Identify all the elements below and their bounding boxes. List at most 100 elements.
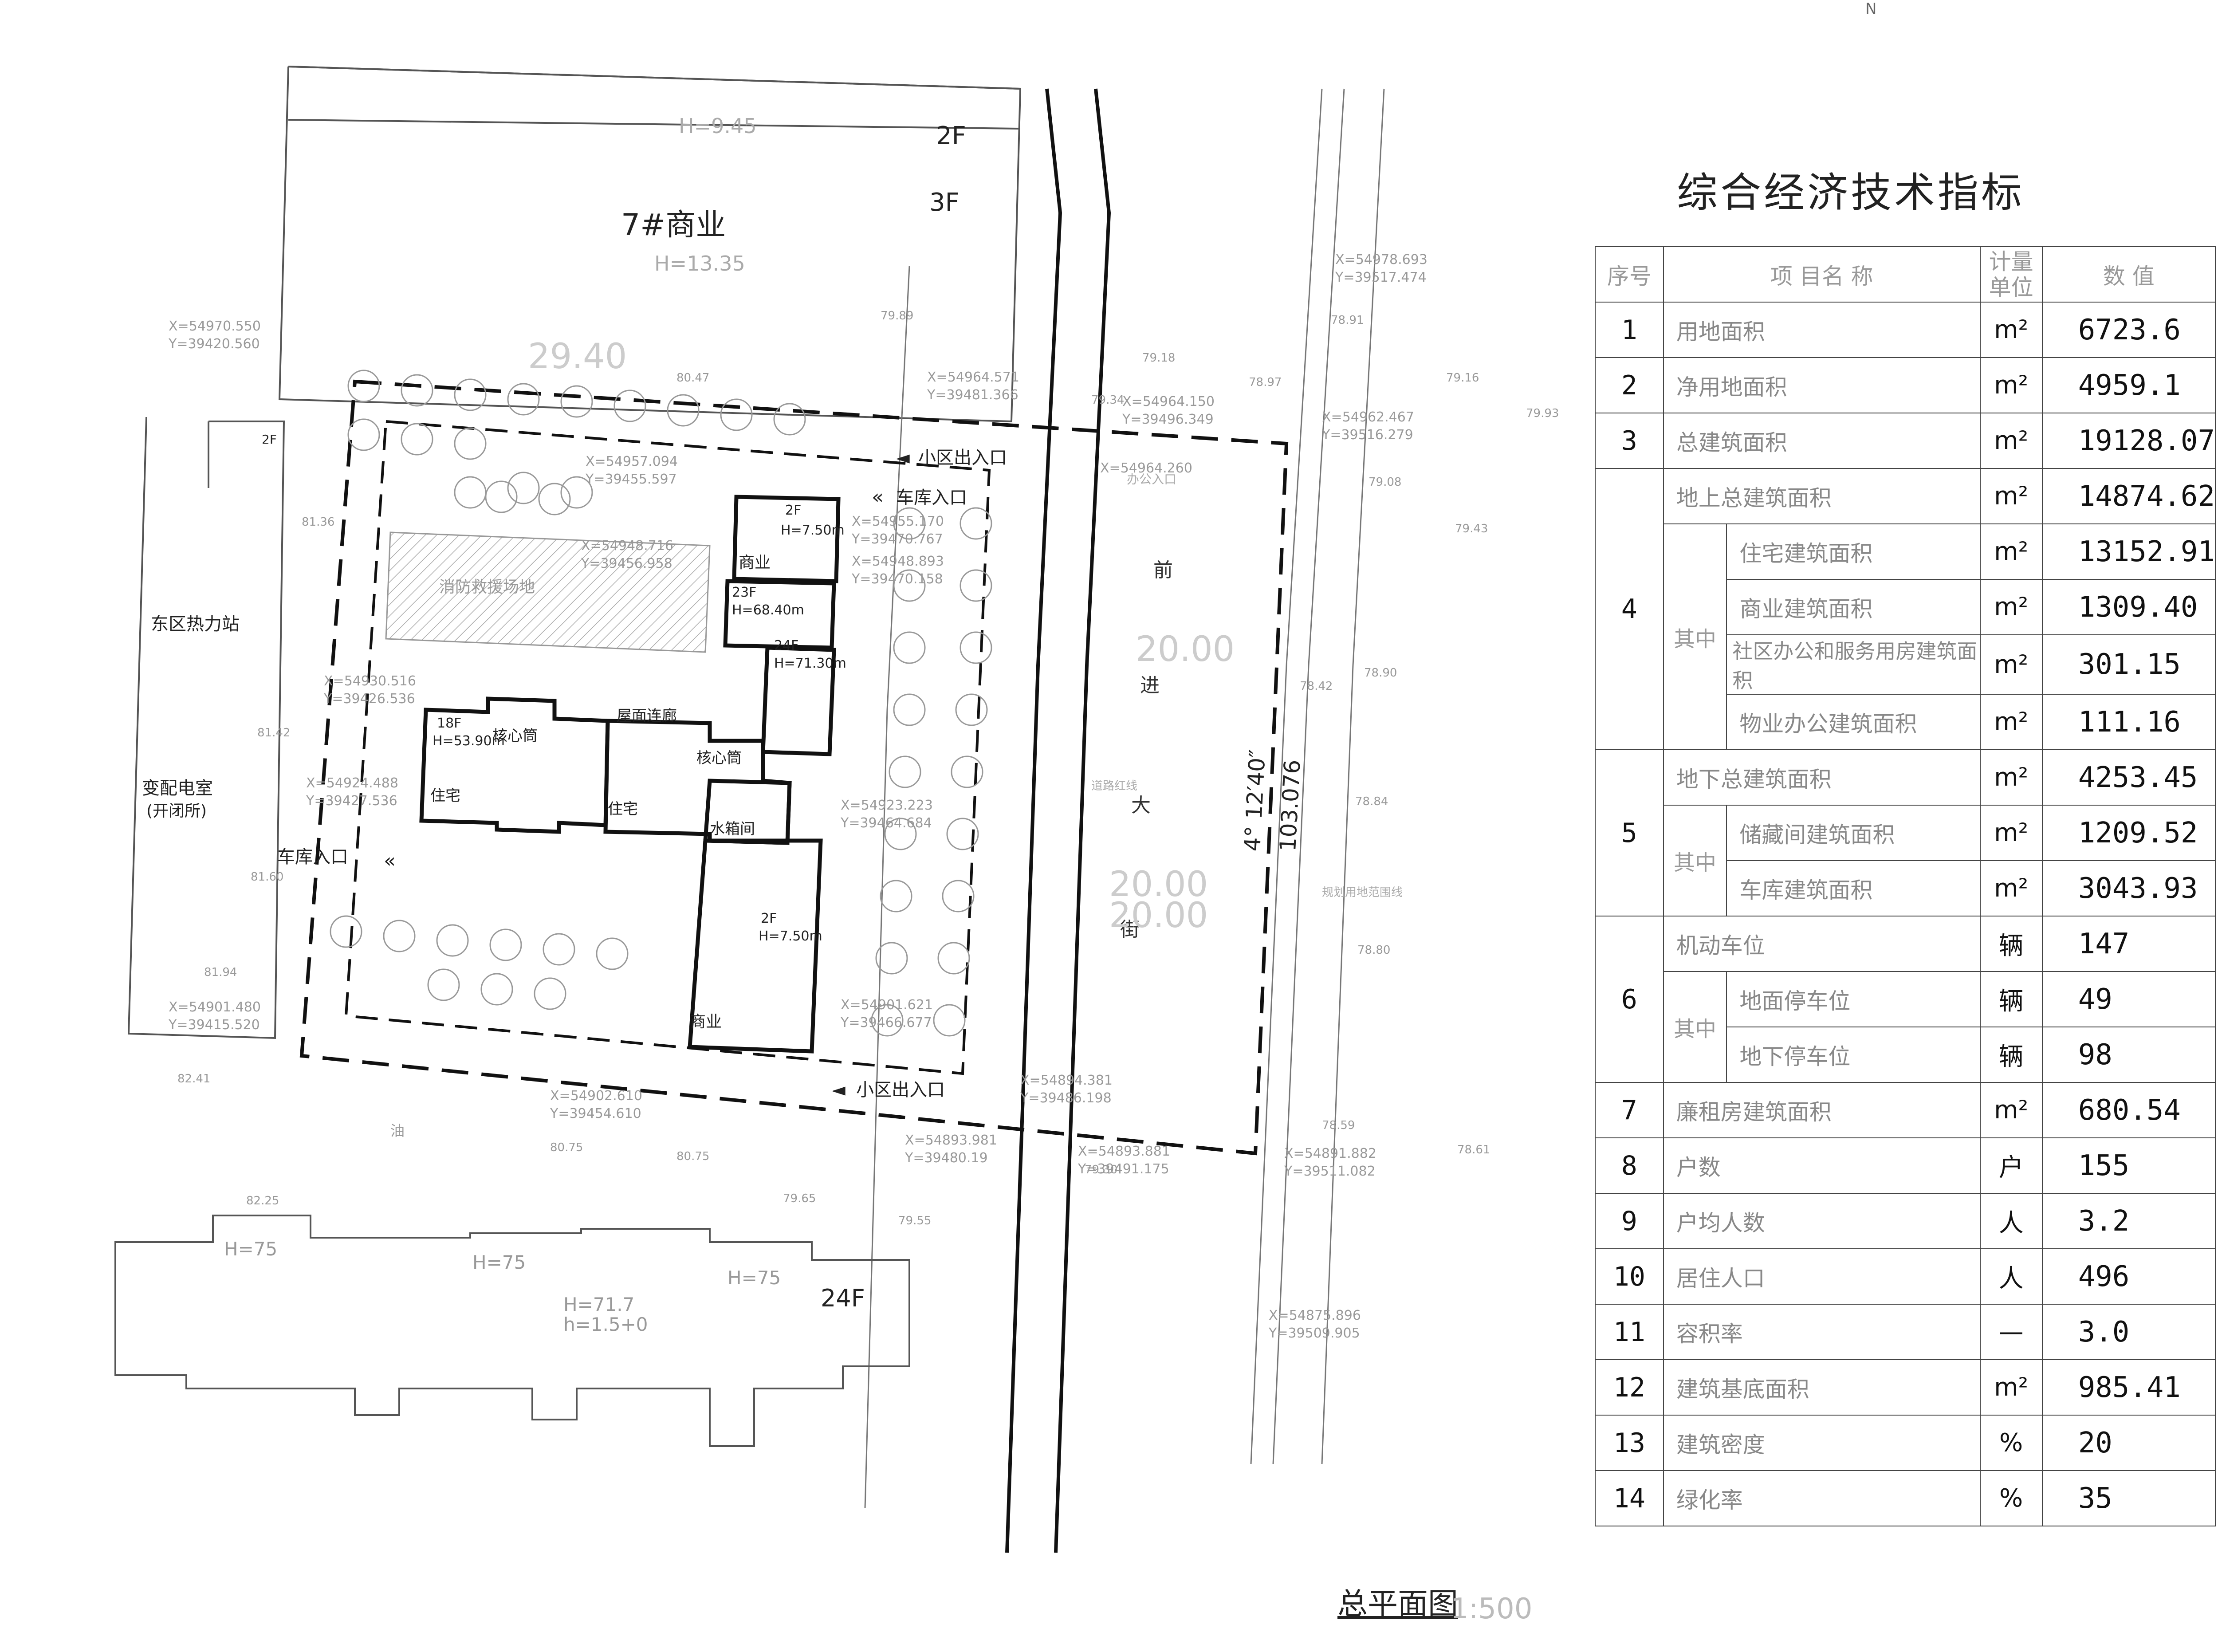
table-row: 13 建筑密度 % 20: [1595, 1415, 2216, 1471]
row-unit: m²: [1979, 1359, 2043, 1416]
svg-text:Y=39517.474: Y=39517.474: [1335, 270, 1427, 285]
row-value: 6723.6: [2041, 302, 2216, 358]
label-road-line: 规划用地范围线: [1322, 886, 1403, 899]
row-unit: m²: [1979, 1082, 2043, 1138]
row-unit: m²: [1979, 805, 2043, 861]
header-unit-top: 计量: [1989, 248, 2033, 275]
header-no: 序号: [1595, 246, 1664, 303]
svg-text:82.25: 82.25: [246, 1194, 279, 1208]
svg-text:78.59: 78.59: [1322, 1119, 1355, 1132]
header-unit: 计量 单位: [1979, 246, 2043, 303]
label-24f-bottom: 24F: [821, 1284, 865, 1312]
svg-text:Y=39480.19: Y=39480.19: [905, 1150, 988, 1166]
label-3f-top: 3F: [929, 188, 960, 217]
row-value: 3.0: [2041, 1304, 2216, 1360]
svg-text:80.47: 80.47: [676, 371, 709, 385]
row-qizhong: 其中: [1663, 971, 1727, 1083]
svg-text:79.18: 79.18: [1142, 351, 1175, 365]
row-value: 985.41: [2041, 1359, 2216, 1416]
table-row: 其中 住宅建筑面积 m² 13152.91: [1595, 523, 2216, 750]
svg-text:X=54893.981: X=54893.981: [905, 1133, 997, 1148]
table-row: 4 地上总建筑面积 m² 14874.62: [1595, 468, 2216, 750]
header-value: 数 值: [2041, 246, 2216, 303]
row-value: 35: [2041, 1470, 2216, 1526]
label-shop-a-height: H=7.50m: [781, 523, 845, 538]
building-24f-south: [114, 1215, 910, 1447]
row-label: 商业建筑面积: [1726, 579, 1981, 635]
row-label: 总建筑面积: [1663, 413, 1981, 469]
svg-text:80.75: 80.75: [550, 1141, 583, 1154]
plan-scale: 1:500: [1451, 1593, 1533, 1625]
label-transformer: 变配电室: [142, 778, 213, 798]
row-unit: m²: [1979, 357, 2043, 413]
svg-text:X=54894.381: X=54894.381: [1020, 1073, 1113, 1088]
table-row: 5 地下总建筑面积 m² 4253.45: [1595, 749, 2216, 916]
label-road-front: 前: [1153, 559, 1173, 582]
svg-text:Y=39466.677: Y=39466.677: [840, 1015, 932, 1031]
row-unit: 辆: [1979, 916, 2043, 972]
svg-text:4° 12′40″: 4° 12′40″: [1239, 749, 1270, 852]
row-label: 地下总建筑面积: [1663, 749, 1981, 806]
svg-text:79.93: 79.93: [1526, 407, 1559, 420]
label-water-tank: 水箱间: [710, 820, 755, 838]
row-unit: m²: [1979, 579, 2043, 635]
row-no: 8: [1595, 1137, 1664, 1194]
svg-text:79.34: 79.34: [1091, 393, 1124, 407]
row-value: 3043.93: [2041, 860, 2216, 916]
row-label: 机动车位: [1663, 916, 1981, 972]
svg-text:X=54948.893: X=54948.893: [852, 554, 944, 569]
svg-text:81.94: 81.94: [204, 966, 237, 979]
svg-text:79.89: 79.89: [881, 309, 913, 323]
label-red-line: 道路红线: [1091, 779, 1137, 793]
table-row: 1 用地面积 m² 6723.6: [1595, 302, 2216, 358]
row-value: 111.16: [2041, 694, 2216, 750]
fire-rescue-area: [385, 531, 711, 653]
table-header-row: 序号 项 目名 称 计量 单位 数 值: [1595, 246, 2216, 303]
svg-text:Y=39511.082: Y=39511.082: [1284, 1164, 1376, 1179]
row-label: 容积率: [1663, 1304, 1981, 1360]
svg-text:78.91: 78.91: [1331, 314, 1364, 327]
row-value: 98: [2041, 1027, 2216, 1083]
svg-text:79.16: 79.16: [1446, 371, 1479, 385]
main-buildings: [419, 495, 841, 1054]
label-core1: 核心筒: [492, 727, 538, 745]
label-t23-height: H=68.40m: [732, 602, 804, 618]
svg-text:Y=39420.560: Y=39420.560: [168, 336, 260, 352]
building-7-commercial: [278, 66, 1022, 423]
row-unit: m²: [1979, 302, 2043, 358]
label-oil: 油: [390, 1122, 405, 1139]
svg-text:79.65: 79.65: [783, 1192, 816, 1205]
svg-text:Y=39516.279: Y=39516.279: [1321, 427, 1413, 443]
svg-text:81.60: 81.60: [251, 870, 283, 884]
row-no: 1: [1595, 302, 1664, 358]
row-label: 地面停车位: [1726, 971, 1981, 1027]
dim-2000c: 20.00: [1109, 896, 1208, 936]
svg-text:Y=39426.536: Y=39426.536: [323, 691, 415, 707]
table-row: 其中 储藏间建筑面积 m² 1209.52: [1595, 805, 2216, 916]
row-label: 户数: [1663, 1137, 1981, 1194]
svg-text:X=54924.488: X=54924.488: [306, 775, 398, 791]
row-value: 4253.45: [2041, 749, 2216, 806]
row-label: 地上总建筑面积: [1663, 468, 1981, 524]
svg-text:78.61: 78.61: [1457, 1143, 1490, 1156]
table-row: 12 建筑基底面积 m² 985.41: [1595, 1359, 2216, 1416]
row-label: 居住人口: [1663, 1248, 1981, 1305]
label-h15: h=1.5+0: [563, 1314, 648, 1335]
row-qizhong: 其中: [1663, 805, 1727, 916]
row-value: 155: [2041, 1137, 2216, 1194]
svg-text:81.42: 81.42: [257, 726, 290, 739]
svg-text:Y=39509.905: Y=39509.905: [1268, 1326, 1360, 1341]
svg-text:X=54902.610: X=54902.610: [550, 1088, 642, 1104]
svg-text:79.55: 79.55: [898, 1214, 931, 1227]
row-label: 用地面积: [1663, 302, 1981, 358]
label-t24-height: H=71.30m: [774, 656, 846, 671]
table-row: 商业建筑面积 m² 1309.40: [1595, 579, 2216, 635]
row-unit: 户: [1979, 1137, 2043, 1194]
svg-text:79.08: 79.08: [1369, 476, 1401, 489]
label-h75a: H=75: [224, 1238, 277, 1260]
table-row: 3 总建筑面积 m² 19128.07: [1595, 413, 2216, 469]
header-unit-bottom: 单位: [1989, 274, 2033, 300]
row-no: 4: [1595, 468, 1664, 750]
row-unit: m²: [1979, 860, 2043, 916]
